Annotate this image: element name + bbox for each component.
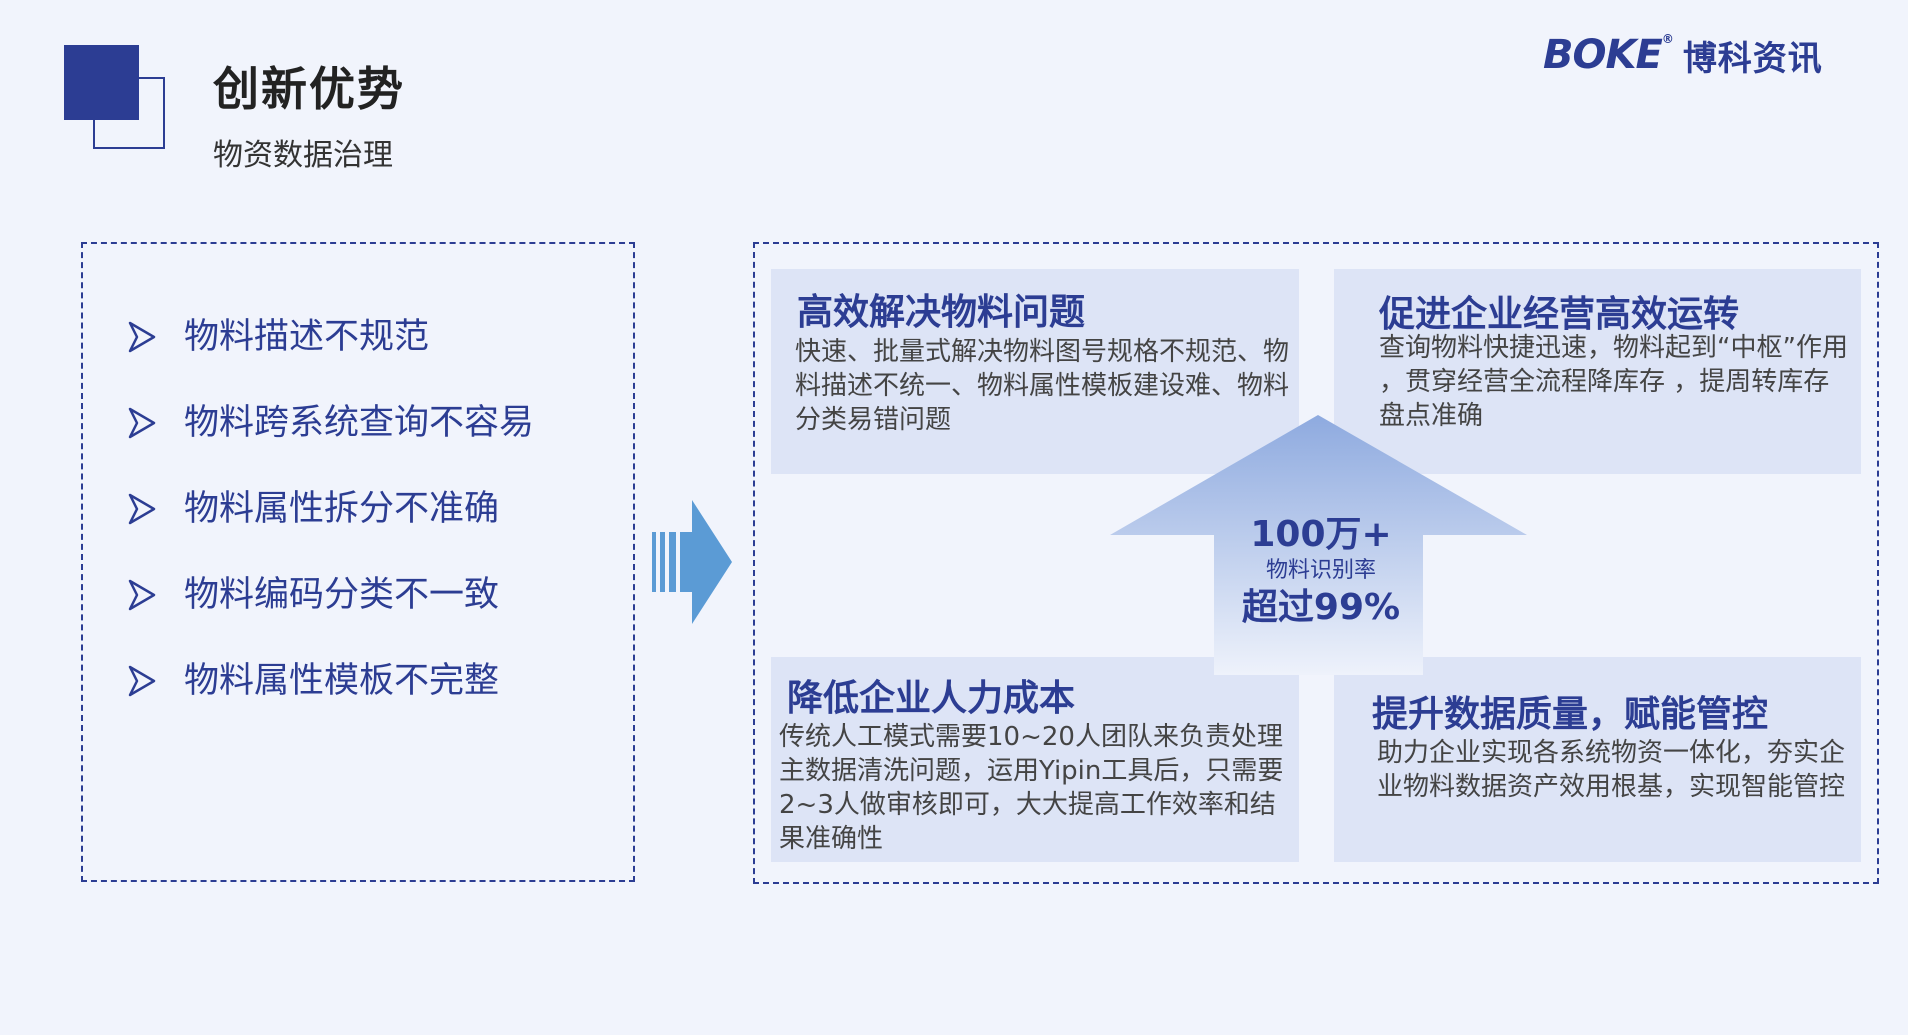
card-title: 促进企业经营高效运转 <box>1379 294 1740 335</box>
triangle-arrow-right-icon <box>128 407 156 439</box>
card-title: 提升数据质量，赋能管控 <box>1372 694 1769 735</box>
page-subtitle: 物资数据治理 <box>213 138 393 173</box>
card-body: 查询物料快捷迅速，物料起到“中枢”作用 ，贯穿经营全流程降库存 ，提周转库存盘点… <box>1379 333 1848 431</box>
card-body: 快速、批量式解决物料图号规格不规范、物料描述不统一、物料属性模板建设难、物料分类… <box>795 337 1290 435</box>
triangle-arrow-right-icon <box>128 579 156 611</box>
problem-text: 物料编码分类不一致 <box>184 575 500 615</box>
problems-panel: 物料描述不规范 物料跨系统查询不容易 物料属性拆分不准确 物料编码分类不一致 物… <box>81 242 635 882</box>
problem-item: 物料编码分类不一致 <box>128 572 534 658</box>
arrow-right-icon <box>652 500 732 624</box>
card-body: 传统人工模式需要10~20人团队来负责处理主数据清洗问题，运用Yipin工具后，… <box>779 722 1284 854</box>
logo-name-cn: 博科资讯 <box>1682 38 1823 79</box>
triangle-arrow-right-icon <box>128 665 156 697</box>
problem-item: 物料描述不规范 <box>128 314 534 400</box>
problem-text: 物料描述不规范 <box>184 317 430 357</box>
card-body: 助力企业实现各系统物资一体化，夯实企业物料数据资产效用根基，实现智能管控 <box>1377 738 1846 802</box>
benefit-card-labor-cost: 降低企业人力成本 传统人工模式需要10~20人团队来负责处理主数据清洗问题，运用… <box>771 657 1299 862</box>
stat-rate: 超过99% <box>1241 587 1401 628</box>
benefit-card-data-quality: 提升数据质量，赋能管控 助力企业实现各系统物资一体化，夯实企业物料数据资产效用根… <box>1334 657 1861 862</box>
benefit-card-efficiency: 高效解决物料问题 快速、批量式解决物料图号规格不规范、物料描述不统一、物料属性模… <box>771 269 1299 474</box>
benefit-card-operations: 促进企业经营高效运转 查询物料快捷迅速，物料起到“中枢”作用 ，贯穿经营全流程降… <box>1334 269 1861 474</box>
page-title: 创新优势 <box>213 62 405 116</box>
problem-text: 物料属性拆分不准确 <box>184 489 500 529</box>
card-title: 高效解决物料问题 <box>797 292 1086 333</box>
problem-item: 物料跨系统查询不容易 <box>128 400 534 486</box>
stat-label: 物料识别率 <box>1265 558 1376 583</box>
logo-mark: BOKE® <box>1543 32 1674 78</box>
triangle-arrow-right-icon <box>128 493 156 525</box>
header-emblem-fill <box>64 45 139 120</box>
problem-text: 物料跨系统查询不容易 <box>184 403 535 443</box>
stat-block: 100万+ 物料识别率 超过99% <box>1215 512 1427 632</box>
problem-item: 物料属性模板不完整 <box>128 658 534 744</box>
problem-list: 物料描述不规范 物料跨系统查询不容易 物料属性拆分不准确 物料编码分类不一致 物… <box>128 314 534 744</box>
boke-logo: BOKE® 博科资讯 <box>1543 30 1823 80</box>
arrow-up-icon <box>1110 415 1527 675</box>
triangle-arrow-right-icon <box>128 321 156 353</box>
problem-item: 物料属性拆分不准确 <box>128 486 534 572</box>
card-title: 降低企业人力成本 <box>787 678 1076 719</box>
problem-text: 物料属性模板不完整 <box>184 661 500 701</box>
benefits-panel <box>753 242 1879 884</box>
stat-count: 100万+ <box>1250 514 1392 555</box>
